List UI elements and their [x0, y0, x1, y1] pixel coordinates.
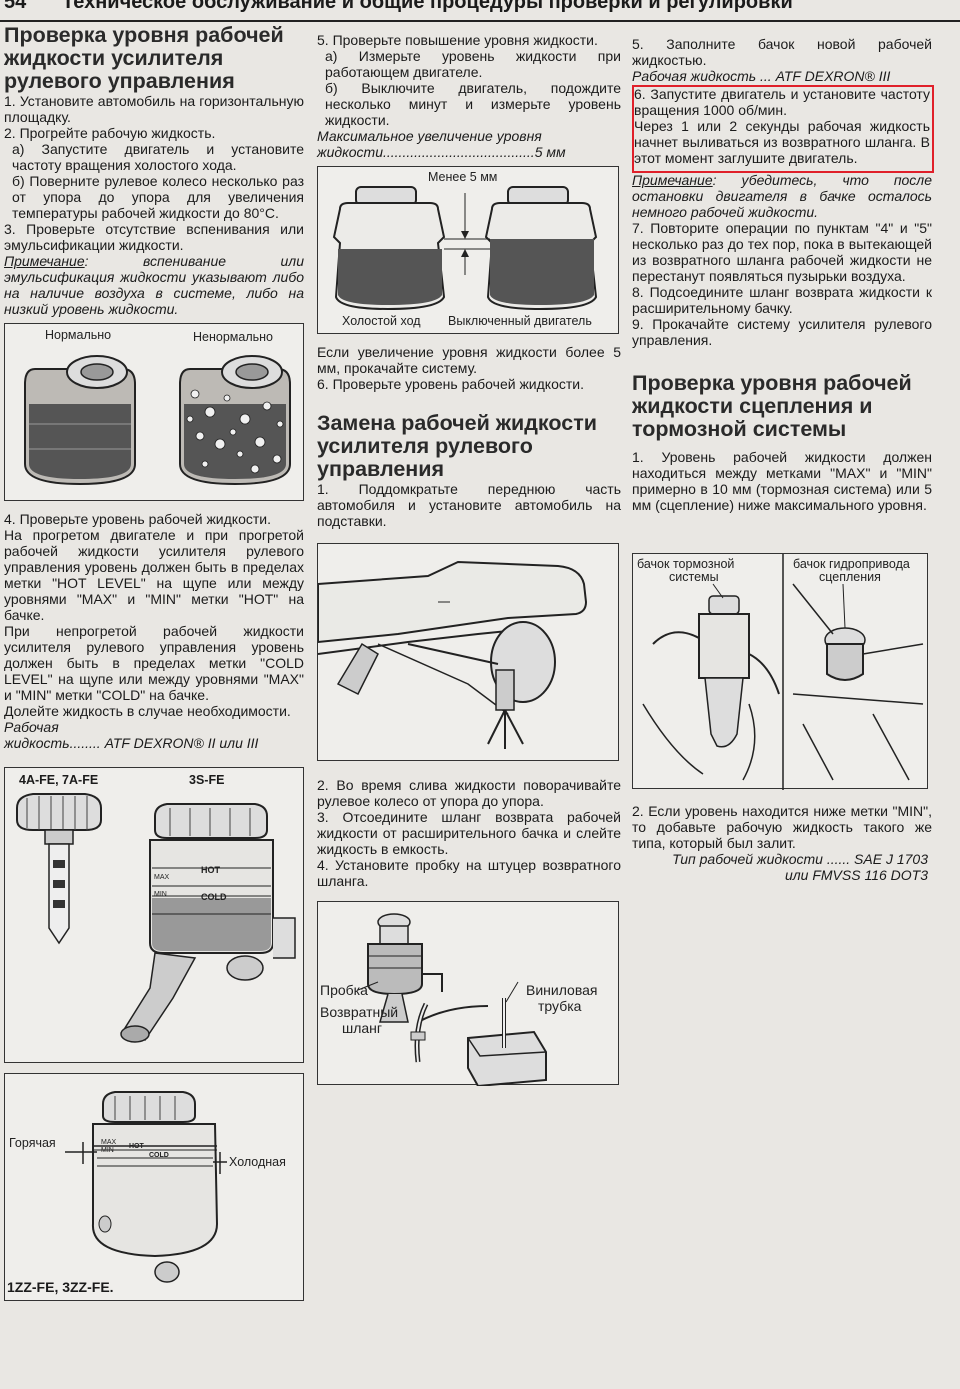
label-engine-off: Выключенный двигатель	[448, 314, 592, 328]
step-2b: б) Поверните рулевое колесо несколько ра…	[12, 173, 304, 221]
figure-reservoir-4afe-3sfe: 4A-FE, 7A-FE 3S-FE HOT COLD MAX MIN	[4, 767, 304, 1063]
label-max-mark: MAX	[154, 874, 170, 881]
replace-step-1: 1. Поддомкратьте переднюю часть автомоби…	[317, 481, 621, 529]
replace-step-5: 5. Заполните бачок новой рабочей жидкост…	[632, 36, 932, 68]
section-heading-brake-clutch: Проверка уровня рабочей жидкости сцеплен…	[632, 371, 912, 441]
label-less-5mm: Менее 5 мм	[428, 170, 498, 184]
step-4-hot: На прогретом двигателе и при прогретой р…	[4, 527, 304, 623]
replace-step-8: 8. Подсоедините шланг возврата жидкости …	[632, 284, 932, 316]
replace-step-4: 4. Установите пробку на штуцер возвратно…	[317, 857, 621, 889]
label-return-1: Возвратный	[320, 1004, 399, 1020]
label-4afe-7afe: 4A-FE, 7A-FE	[19, 773, 99, 787]
label-3sfe: 3S-FE	[189, 773, 225, 787]
note-right-text: : убедитесь, что после остановки двигате…	[632, 172, 932, 220]
step-5b: б) Выключите двигатель, подождите нескол…	[325, 80, 621, 128]
figure-level-increase-drawing	[332, 186, 598, 311]
step-5a: а) Измерьте уровень жидкости при работаю…	[325, 48, 621, 80]
section-heading-power-steering-check: Проверка уровня рабочей жидкости усилите…	[4, 23, 284, 93]
note-text: : вспенивание или эмульсификация жидкост…	[4, 253, 304, 317]
page-header: 54 Техническое обслуживание и общие проц…	[0, 0, 960, 22]
spec-brake-fluid-2: или FMVSS 116 DOT3	[784, 867, 928, 883]
note: Примечание: вспенивание или эмульсификац…	[4, 253, 304, 317]
spec-max-increase-value: жидкости................................…	[317, 144, 566, 160]
spec-brake-fluid-1: Тип рабочей жидкости ...... SAE J 1703	[672, 851, 928, 867]
figure-brake-clutch-drawing	[642, 554, 924, 790]
step-1: 1. Установите автомобиль на горизонтальн…	[4, 93, 304, 125]
replace-step-6: 6. Запустите двигатель и установите част…	[634, 86, 930, 118]
figure-reservoir-drawing	[16, 793, 296, 1043]
step-2a: а) Запустите двигатель и установите част…	[12, 141, 304, 173]
figure-level-increase: Менее 5 мм Холостой ход Выключенный двиг…	[317, 166, 619, 334]
spec-fluid-label: Рабочая	[4, 719, 59, 735]
label-brake-reservoir-1: бачок тормозной	[637, 557, 735, 571]
figure-reservoir-1zz-drawing	[65, 1091, 227, 1283]
label-min: MIN	[101, 1147, 114, 1154]
figure-return-hose: Пробка Возвратный шланг Виниловая трубка	[317, 901, 619, 1086]
label-cold: Холодная	[229, 1155, 286, 1169]
note-right-label: Примечание	[632, 172, 713, 188]
label-hot: Горячая	[9, 1136, 56, 1150]
figure-jack-stand-drawing	[318, 560, 588, 749]
brake-step-1: 1. Уровень рабочей жидкости должен наход…	[632, 449, 932, 513]
label-min-mark: MIN	[154, 891, 167, 898]
label-hot-mark-small: HOT	[129, 1143, 144, 1150]
step-3: 3. Проверьте отсутствие вспенивания или …	[4, 221, 304, 253]
step-4-cold: При непрогретой рабочей жидкости усилите…	[4, 623, 304, 703]
label-cold-mark: COLD	[201, 892, 227, 902]
label-abnormal: Ненормально	[193, 330, 273, 344]
step-2: 2. Прогрейте рабочую жидкость.	[4, 125, 216, 141]
column-right: 5. Заполните бачок новой рабочей жидкост…	[632, 36, 932, 883]
step-6: 6. Проверьте уровень рабочей жидкости.	[317, 376, 584, 392]
replace-step-7: 7. Повторите операции по пунктам "4" и "…	[632, 220, 932, 284]
page-title: Техническое обслуживание и общие процеду…	[62, 0, 793, 13]
step-5: 5. Проверьте повышение уровня жидкости.	[317, 32, 598, 48]
label-brake-reservoir-2: системы	[669, 570, 719, 584]
label-cold-mark-small: COLD	[149, 1152, 169, 1159]
replace-step-2: 2. Во время слива жидкости поворачивайте…	[317, 777, 621, 809]
figure-return-hose-drawing	[357, 913, 547, 1086]
label-max: MAX	[101, 1139, 117, 1146]
spec-fluid-dexron: Рабочая жидкость ... ATF DEXRON® III	[632, 68, 891, 84]
step-4-refill: Долейте жидкость в случае необходимости.	[4, 703, 291, 719]
replace-step-6-note: Через 1 или 2 секунды рабочая жидкость н…	[634, 118, 930, 166]
note-right: Примечание: убедитесь, что после останов…	[632, 172, 932, 220]
spec-max-increase-label: Максимальное увеличение уровня	[317, 128, 542, 144]
engine-caption: 1ZZ-FE, 3ZZ-FE.	[7, 1279, 114, 1295]
column-left: Проверка уровня рабочей жидкости усилите…	[4, 24, 304, 1301]
spec-fluid-value: жидкость........ ATF DEXRON® II или III	[4, 735, 259, 751]
note-label: Примечание	[4, 253, 85, 269]
figure-reservoir-1zzfe: Горячая Холодная MAX MIN HOT COLD 1ZZ-FE…	[4, 1073, 304, 1301]
column-middle: 5. Проверьте повышение уровня жидкости. …	[317, 32, 621, 1086]
brake-step-2: 2. Если уровень находится ниже метки "MI…	[632, 803, 932, 851]
replace-step-9: 9. Прокачайте систему усилителя рулевого…	[632, 316, 932, 348]
label-idle: Холостой ход	[342, 314, 421, 328]
figure-jack-stand	[317, 543, 619, 761]
label-hot-mark: HOT	[201, 865, 220, 875]
replace-step-3: 3. Отсоедините шланг возврата рабочей жи…	[317, 809, 621, 857]
page-number: 54	[4, 0, 27, 13]
figure-foaming-drawing	[24, 355, 291, 486]
label-plug: Пробка	[320, 982, 368, 998]
label-clutch-reservoir-1: бачок гидропривода	[793, 557, 910, 571]
figure-foaming: Нормально Ненормально	[4, 323, 304, 501]
label-normal: Нормально	[45, 328, 112, 342]
section-heading-replace-fluid: Замена рабочей жидкости усилителя рулево…	[317, 411, 597, 481]
label-return-2: шланг	[342, 1020, 383, 1036]
figure-brake-clutch: бачок тормозной системы бачок гидроприво…	[632, 553, 928, 790]
highlight-box	[632, 85, 934, 173]
step-4: 4. Проверьте уровень рабочей жидкости.	[4, 511, 271, 527]
label-clutch-reservoir-2: сцепления	[819, 570, 881, 584]
label-vinyl-1: Виниловая	[526, 982, 598, 998]
bleed-note: Если увеличение уровня жидкости более 5 …	[317, 344, 621, 376]
label-vinyl-2: трубка	[538, 998, 582, 1014]
